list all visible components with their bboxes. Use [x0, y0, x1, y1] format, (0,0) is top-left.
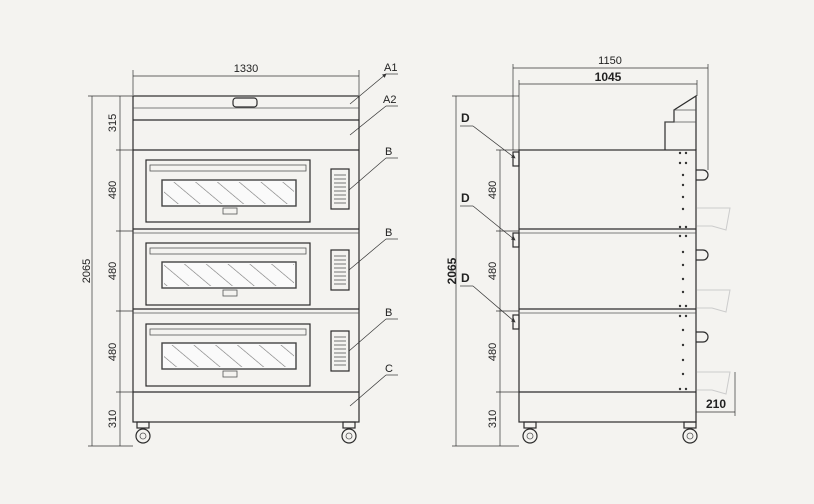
door-handles [512, 151, 520, 330]
front-width-label: 1330 [234, 63, 258, 75]
side-section-height-label: 480 [487, 343, 499, 361]
side-ghost-handles [697, 207, 731, 395]
side-section-height-label: 310 [487, 410, 499, 428]
side-rivets [678, 151, 688, 391]
side-inner-depth-label: 1045 [595, 70, 622, 84]
callout-a1: A1 [384, 62, 397, 74]
front-width-dimension: 1330 [132, 63, 360, 95]
side-offset-label: 210 [706, 397, 726, 411]
deck-1 [145, 159, 350, 223]
side-body-outline [518, 149, 697, 423]
front-section-height-label: 480 [107, 262, 119, 280]
side-view: 1150 1045 [445, 55, 736, 447]
front-section-height-label: 480 [107, 343, 119, 361]
side-rear-knobs [696, 169, 709, 343]
front-height-dimensions: 2065 315 480 480 480 310 [81, 95, 133, 447]
hood-handle [232, 97, 258, 108]
front-section-height-label: 315 [107, 114, 119, 132]
side-hood [664, 94, 697, 150]
side-offset-dimension: 210 [696, 372, 736, 416]
callout-b: B [385, 307, 392, 319]
callout-b: B [385, 227, 392, 239]
front-section-height-label: 480 [107, 181, 119, 199]
deck-2 [145, 242, 350, 306]
side-section-height-label: 480 [487, 181, 499, 199]
front-total-height-label: 2065 [81, 259, 93, 283]
callout-c: C [385, 363, 393, 375]
callout-d: D [461, 111, 470, 125]
front-view: 1330 [81, 62, 398, 447]
side-outer-depth-label: 1150 [598, 55, 622, 67]
deck-3 [145, 323, 350, 387]
front-callouts: A1 A2 B B B C [348, 62, 398, 407]
callout-a2: A2 [383, 94, 396, 106]
side-callouts: D D D [460, 111, 516, 323]
side-depth-dimensions: 1150 1045 [512, 55, 709, 170]
front-section-height-label: 310 [107, 410, 119, 428]
side-section-height-label: 480 [487, 262, 499, 280]
front-body-outline [132, 95, 360, 423]
callout-b: B [385, 146, 392, 158]
callout-d: D [461, 191, 470, 205]
side-total-height-label: 2065 [445, 257, 459, 284]
callout-d: D [461, 271, 470, 285]
side-height-dimensions: 2065 480 480 480 310 [445, 95, 519, 447]
